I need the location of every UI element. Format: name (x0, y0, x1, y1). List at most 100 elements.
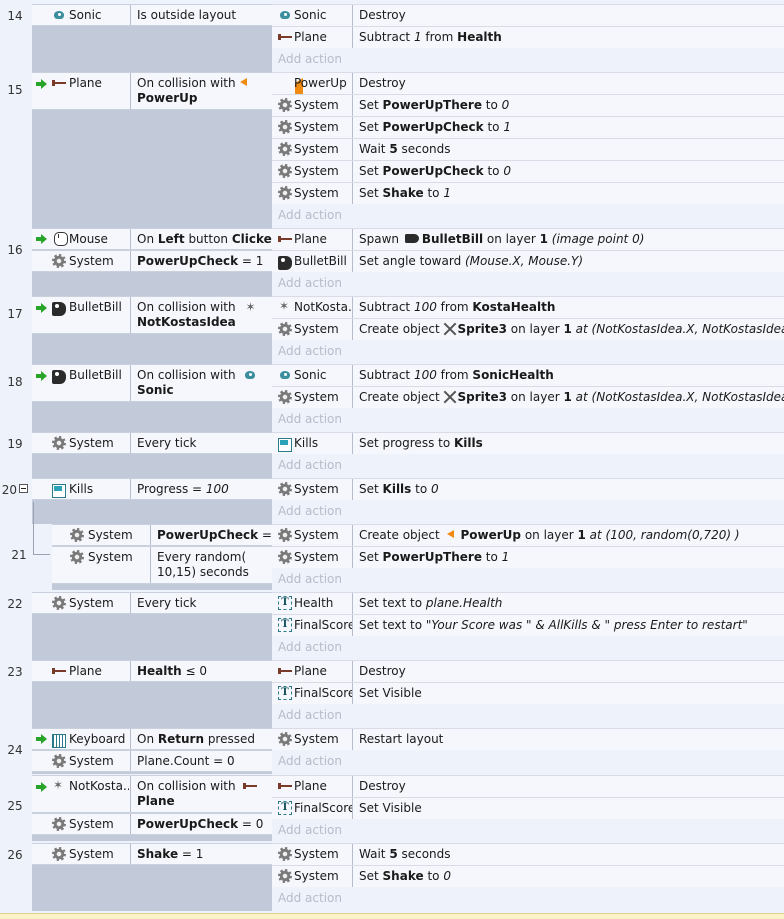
action-row[interactable]: System Set Shake to 0 (272, 865, 784, 887)
event-17[interactable]: 17 BulletBill On collision with ✶NotKost… (0, 296, 784, 364)
add-action-link[interactable]: Add action (278, 344, 342, 358)
action-object: System (294, 142, 339, 156)
condition-row[interactable]: System Shake = 1 (32, 843, 272, 865)
action-row[interactable]: System Create object Sprite3 on layer 1 … (272, 318, 784, 340)
condition-row[interactable]: System Every random(10,15) seconds (52, 546, 272, 584)
condition-block[interactable]: System Every tick (32, 592, 272, 660)
condition-object: System (69, 817, 114, 831)
add-action-link[interactable]: Add action (278, 208, 342, 222)
condition-object: NotKosta... (69, 779, 129, 793)
event-18[interactable]: 18 BulletBill On collision with Sonic So… (0, 364, 784, 432)
divider (130, 5, 131, 25)
event-25[interactable]: 25 NotKosta... On collision with Plane S… (0, 775, 784, 841)
action-row[interactable]: System Set PowerUpThere to 0 (272, 94, 784, 116)
action-row[interactable]: System Create object Sprite3 on layer 1 … (272, 386, 784, 408)
event-14[interactable]: 14 Sonic Is outside layout Sonic Destroy… (0, 4, 784, 72)
add-action-link[interactable]: Add action (278, 891, 342, 905)
action-row[interactable]: Plane Spawn BulletBill on layer 1 (image… (272, 228, 784, 250)
add-action-link[interactable]: Add action (278, 276, 342, 290)
condition-block[interactable]: NotKosta... On collision with Plane Syst… (32, 775, 272, 841)
action-row[interactable]: System Set Kills to 0 (272, 478, 784, 500)
condition-row[interactable]: System PowerUpCheck = 0 (32, 813, 272, 835)
condition-row[interactable]: Keyboard On Return pressed (32, 728, 272, 750)
condition-block[interactable]: BulletBill On collision with Sonic (32, 364, 272, 432)
action-text: Subtract 100 from SonicHealth (359, 368, 554, 382)
condition-block[interactable]: System PowerUpCheck = 0 System Every ran… (52, 524, 283, 590)
action-row[interactable]: Kills Set progress to Kills (272, 432, 784, 454)
condition-block[interactable]: Sonic Is outside layout (32, 4, 272, 72)
condition-block[interactable]: Plane Health ≤ 0 (32, 660, 272, 728)
event-26[interactable]: 26 System Shake = 1 System Wait 5 second… (0, 843, 784, 911)
condition-row[interactable]: System Plane.Count = 0 (32, 750, 272, 772)
action-row[interactable]: System Set Shake to 1 (272, 182, 784, 204)
event-19[interactable]: 19 System Every tick Kills Set progress … (0, 432, 784, 478)
condition-row[interactable]: BulletBill On collision with ✶NotKostasI… (32, 296, 272, 334)
action-row[interactable]: System Set PowerUpThere to 1 (272, 546, 784, 568)
event-21[interactable]: 21 System PowerUpCheck = 0 System Every … (0, 524, 784, 590)
condition-block[interactable]: Keyboard On Return pressed System Plane.… (32, 728, 272, 774)
action-row[interactable]: T FinalScore Set text to "Your Score was… (272, 614, 784, 636)
event-number: 17 (7, 307, 23, 321)
condition-row[interactable]: System PowerUpCheck = 0 (52, 524, 283, 546)
action-row[interactable]: NotKosta... Subtract 100 from KostaHealt… (272, 296, 784, 318)
action-row[interactable]: System Restart layout (272, 728, 784, 750)
condition-block[interactable]: BulletBill On collision with ✶NotKostasI… (32, 296, 272, 364)
action-row[interactable]: Plane Subtract 1 from Health (272, 26, 784, 48)
condition-text: Every random(10,15) seconds (157, 550, 249, 579)
add-action-link[interactable]: Add action (278, 412, 342, 426)
condition-row[interactable]: System Every tick (32, 432, 272, 454)
action-row[interactable]: System Create object PowerUp on layer 1 … (272, 524, 784, 546)
add-action-link[interactable]: Add action (278, 52, 342, 66)
condition-block[interactable]: System Shake = 1 (32, 843, 272, 911)
event-20[interactable]: 20 Kills Progress = 100 System Set Kills… (0, 478, 784, 524)
condition-row[interactable]: Kills Progress = 100 (32, 478, 272, 500)
subevent-tree-line (33, 502, 34, 554)
add-action-link[interactable]: Add action (278, 754, 342, 768)
event-22[interactable]: 22 System Every tick T Health Set text t… (0, 592, 784, 660)
action-row[interactable]: T FinalScore Set Visible (272, 682, 784, 704)
condition-row[interactable]: System PowerUpCheck = 1 (32, 250, 272, 272)
condition-row[interactable]: Plane Health ≤ 0 (32, 660, 272, 682)
condition-block[interactable]: Mouse On Left button Clicked System Powe… (32, 228, 280, 296)
condition-row[interactable]: NotKosta... On collision with Plane (32, 775, 272, 813)
action-row[interactable]: Sonic Destroy (272, 4, 784, 26)
action-row[interactable]: System Set PowerUpCheck to 1 (272, 116, 784, 138)
action-text: Set text to plane.Health (359, 596, 503, 610)
action-row[interactable]: Plane Destroy (272, 660, 784, 682)
action-text: Wait 5 seconds (359, 847, 451, 861)
add-action-link[interactable]: Add action (278, 458, 342, 472)
condition-row[interactable]: Sonic Is outside layout (32, 4, 272, 26)
action-row[interactable]: T FinalScore Set Visible (272, 797, 784, 819)
event-23[interactable]: 23 Plane Health ≤ 0 Plane Destroy T Fina… (0, 660, 784, 728)
condition-object: Mouse (69, 232, 108, 246)
add-action-link[interactable]: Add action (278, 823, 342, 837)
action-row[interactable]: T Health Set text to plane.Health (272, 592, 784, 614)
condition-object: System (69, 847, 114, 861)
action-row[interactable]: PowerUp Destroy (272, 72, 784, 102)
condition-block[interactable]: System Every tick (32, 432, 272, 478)
action-row[interactable]: BulletBill Set angle toward (Mouse.X, Mo… (272, 250, 784, 272)
trigger-arrow-icon (36, 371, 48, 385)
condition-block[interactable]: Kills Progress = 100 (32, 478, 272, 524)
add-action-link[interactable]: Add action (278, 504, 342, 518)
condition-row[interactable]: BulletBill On collision with Sonic (32, 364, 272, 402)
collapse-toggle[interactable] (19, 484, 28, 493)
condition-text: On Return pressed (137, 732, 255, 746)
action-row[interactable]: System Set PowerUpCheck to 0 (272, 160, 784, 182)
event-16[interactable]: 16 Mouse On Left button Clicked System P… (0, 228, 784, 296)
condition-row[interactable]: System Every tick (32, 592, 272, 614)
condition-row[interactable]: Mouse On Left button Clicked (32, 228, 280, 250)
action-row[interactable]: System Wait 5 seconds (272, 843, 784, 865)
action-object: Health (294, 596, 334, 610)
add-action-link[interactable]: Add action (278, 708, 342, 722)
add-action-link[interactable]: Add action (278, 572, 342, 586)
action-row[interactable]: System Wait 5 seconds (272, 138, 784, 160)
action-row[interactable]: Plane Destroy (272, 775, 784, 797)
add-action-link[interactable]: Add action (278, 640, 342, 654)
event-24[interactable]: 24 Keyboard On Return pressed System Pla… (0, 728, 784, 774)
action-row[interactable]: Sonic Subtract 100 from SonicHealth (272, 364, 784, 386)
